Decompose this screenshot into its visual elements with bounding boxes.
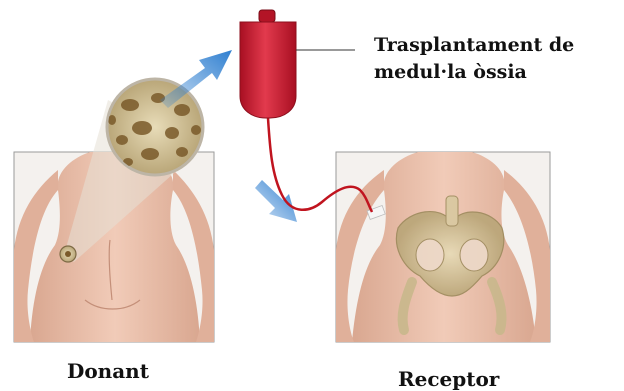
blood-bag-icon [240,10,355,118]
recipient-label: Receptor [398,367,499,391]
donor-label: Donant [67,359,149,383]
recipient-panel [336,152,550,342]
title-line-2: medul·la òssia [374,61,527,83]
title-line-1: Trasplantament de [374,34,574,56]
flow-arrow-icon [255,180,297,222]
